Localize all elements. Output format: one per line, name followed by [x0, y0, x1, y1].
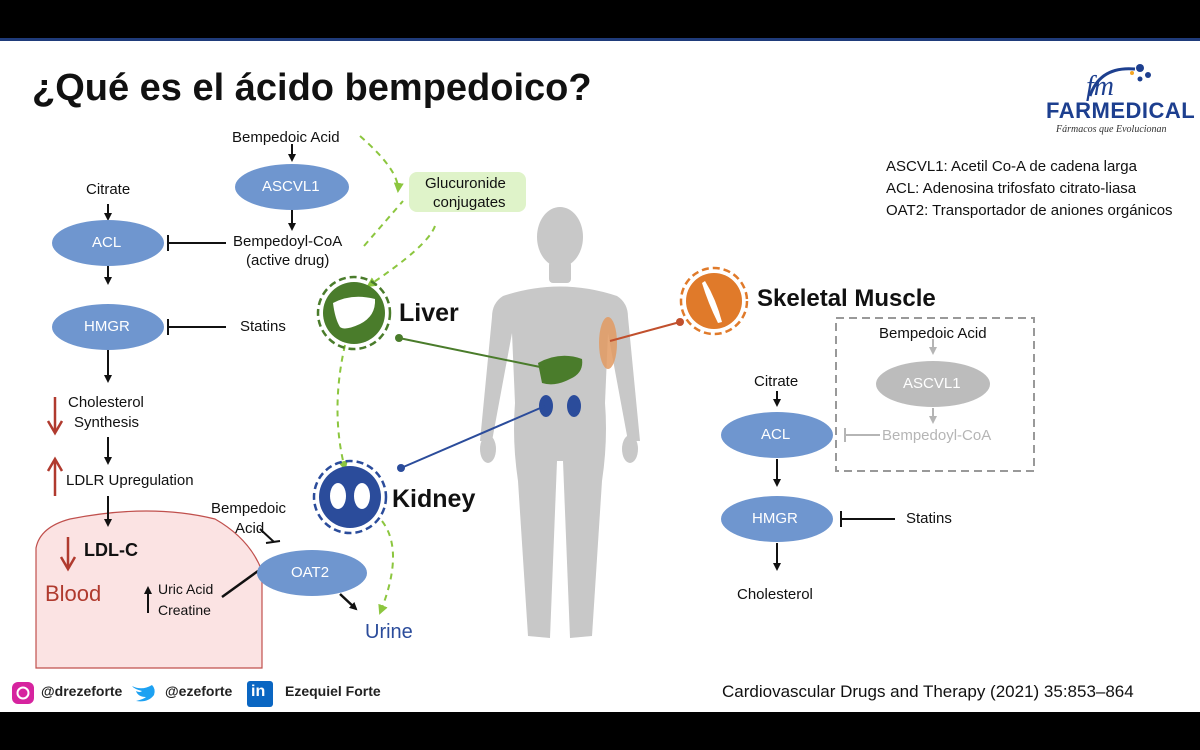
label-statins: Statins	[240, 318, 286, 335]
twitter-handle[interactable]: @ezeforte	[165, 683, 233, 699]
muscle-label-ascvl1: ASCVL1	[903, 375, 961, 392]
label-cholesterol: Cholesterol	[68, 394, 144, 411]
label-synthesis: Synthesis	[74, 414, 140, 431]
label-bempedoic-acid: Bempedoic Acid	[232, 129, 340, 146]
muscle-label-bempedoic-acid: Bempedoic Acid	[879, 325, 987, 342]
muscle-label-acl: ACL	[761, 426, 791, 443]
label-ldlr-upregulation: LDLR Upregulation	[66, 472, 194, 489]
abbr-acl: ACL: Adenosina trifosfato citrato-liasa	[886, 180, 1137, 197]
label-uric-acid: Uric Acid	[158, 581, 214, 597]
label-hmgr: HMGR	[84, 318, 130, 335]
dashed-coa-glucuronide	[363, 200, 404, 247]
dashed-liver-kidney	[336, 344, 348, 471]
ascvl1-node	[235, 164, 349, 210]
muscle-label-cholesterol: Cholesterol	[737, 586, 813, 603]
label-liver: Liver	[399, 299, 459, 327]
label-bempedoyl-coa: Bempedoyl-CoA	[233, 233, 343, 250]
dashed-kidney-urine	[378, 520, 394, 615]
abbr-ascvl1: ASCVL1: Acetil Co-A de cadena larga	[886, 158, 1137, 175]
slide: ¿Qué es el ácido bempedoico? fm FARMEDIC…	[0, 38, 1200, 712]
linkedin-icon	[247, 681, 273, 707]
kidney-connector	[400, 405, 546, 469]
logo-name: FARMEDICAL	[1046, 98, 1196, 123]
muscle-hmgr-node	[721, 496, 833, 542]
label-acid: Acid	[235, 520, 265, 537]
hmgr-node	[52, 304, 164, 350]
inhibit-bempedoic-oat2	[259, 528, 275, 543]
human-body-silhouette	[480, 207, 640, 638]
arrow-oat2-urine	[339, 593, 358, 611]
label-urine: Urine	[365, 621, 413, 643]
reference-citation: Cardiovascular Drugs and Therapy (2021) …	[722, 682, 1134, 701]
svg-text:fm: fm	[1086, 71, 1114, 102]
muscle-label-citrate: Citrate	[754, 373, 799, 390]
logo-tagline: Fármacos que Evolucionan	[1056, 124, 1167, 135]
instagram-handle[interactable]: @drezeforte	[41, 683, 123, 699]
acl-node	[52, 220, 164, 266]
label-oat2: OAT2	[291, 564, 330, 581]
glucuronide-box	[409, 172, 526, 212]
skeletal-muscle-icon	[679, 266, 749, 336]
muscle-ascvl1-node	[876, 361, 990, 407]
label-acl: ACL	[92, 234, 122, 251]
dashed-acid-glucuronide	[359, 135, 404, 193]
abbr-oat2: OAT2: Transportador de aniones orgánicos	[886, 202, 1173, 219]
body-kidney-right	[567, 395, 581, 417]
pathway-diagram	[12, 135, 1035, 707]
kidney-icon	[312, 459, 388, 535]
label-active-drug: (active drug)	[246, 252, 330, 269]
label-ldl-c: LDL-C	[84, 540, 138, 560]
liver-icon	[316, 275, 392, 351]
liver-connector	[398, 337, 546, 369]
body-muscle	[599, 317, 617, 369]
farmedical-logo: fm	[1086, 64, 1151, 102]
label-citrate: Citrate	[86, 181, 131, 198]
oat2-node	[257, 550, 367, 596]
body-liver	[538, 355, 583, 385]
label-glucuronide: Glucuronide	[425, 175, 506, 192]
label-kidney: Kidney	[392, 485, 476, 513]
muscle-label-bempedoyl-coa: Bempedoyl-CoA	[882, 427, 992, 444]
label-bempedoic: Bempedoic	[211, 500, 287, 517]
muscle-label-hmgr: HMGR	[752, 510, 798, 527]
muscle-pathway-box	[835, 317, 1035, 472]
page-title: ¿Qué es el ácido bempedoico?	[32, 67, 592, 109]
label-creatine: Creatine	[158, 602, 211, 618]
label-ascvl1: ASCVL1	[262, 178, 320, 195]
muscle-acl-node	[721, 412, 833, 458]
muscle-label-statins: Statins	[906, 510, 952, 527]
linkedin-name[interactable]: Ezequiel Forte	[285, 683, 381, 699]
dashed-glucuronide-liver	[366, 225, 436, 288]
twitter-icon	[132, 685, 155, 702]
label-skeletal-muscle: Skeletal Muscle	[757, 285, 936, 312]
label-blood: Blood	[45, 581, 102, 606]
label-conjugates: conjugates	[433, 194, 506, 211]
linkedin-mark: in	[251, 683, 266, 700]
instagram-icon	[12, 682, 34, 704]
body-kidney-left	[539, 395, 553, 417]
muscle-connector	[609, 321, 681, 342]
line-oat2-uric	[221, 569, 259, 599]
